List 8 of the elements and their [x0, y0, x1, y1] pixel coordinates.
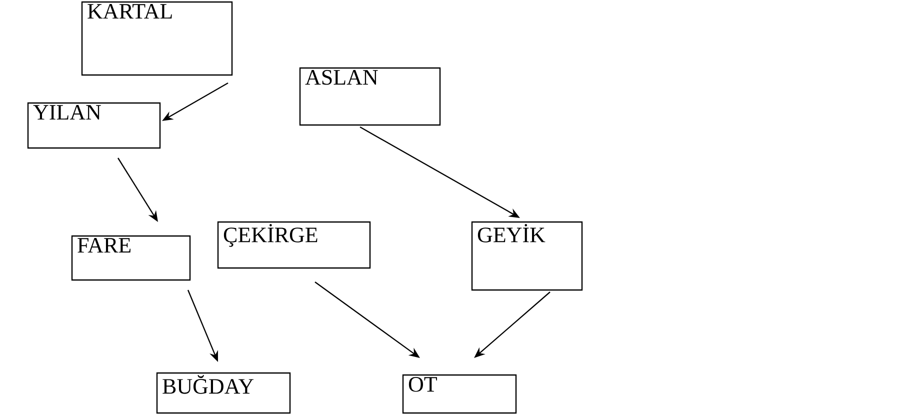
label-box: OT: [402, 374, 517, 414]
label-box: FARE: [71, 235, 191, 281]
label-box: ÇEKİRGE: [217, 221, 371, 269]
label-box: GEYİK: [471, 221, 583, 291]
label-box: YILAN: [27, 102, 161, 149]
label-box: KARTAL: [81, 1, 233, 76]
label-box: ASLAN: [299, 67, 441, 126]
label-box: BUĞDAY: [156, 372, 291, 414]
